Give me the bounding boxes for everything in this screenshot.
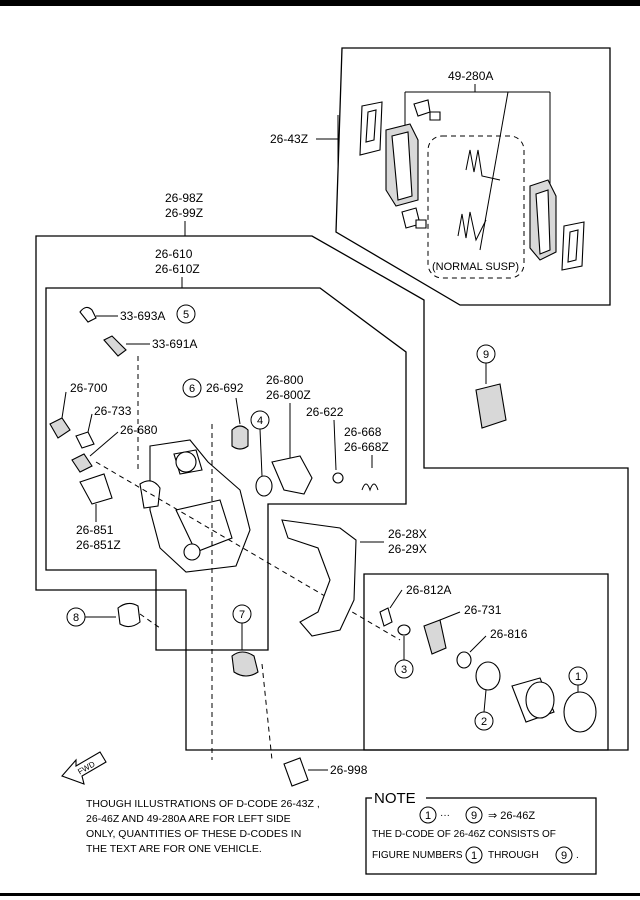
washer (456, 651, 472, 669)
callout-26-816: 26-816 (490, 627, 528, 641)
callout-26-851z: 26-851Z (76, 538, 121, 552)
figure-number-5-label: 5 (183, 309, 189, 321)
figure-number-6 (182, 378, 202, 398)
footnote-line2: 26-46Z AND 49-280A ARE FOR LEFT SIDE (86, 813, 291, 825)
brake-pad-outer-face (535, 189, 551, 255)
callout-26-98z: 26-98Z (165, 191, 203, 205)
bushing (71, 453, 93, 473)
callout-49-280a: 49-280A (448, 69, 493, 83)
nut (332, 472, 344, 484)
note-line3a: FIGURE NUMBERS (372, 850, 463, 861)
figure-number-2 (474, 711, 494, 731)
callout-26-998: 26-998 (330, 763, 368, 777)
pad-shim-inner-detail (365, 109, 377, 143)
piston-seal (475, 661, 501, 691)
figure-number-1 (568, 666, 588, 686)
callout-26-812a: 26-812A (406, 583, 451, 597)
piston-face (525, 681, 555, 719)
note-line3-end: . (576, 850, 579, 861)
callout-26-700: 26-700 (70, 381, 108, 395)
note-line3-n1: 1 (471, 850, 477, 862)
callout-33-691a: 33-691A (152, 337, 197, 351)
note-box: NOTE 1 ··· 9 ⇒ 26-46Z THE D-CODE OF 26-4… (365, 790, 597, 875)
callout-26-99z: 26-99Z (165, 206, 203, 220)
bleeder-screw (103, 335, 127, 357)
figure-number-6-label: 6 (189, 383, 195, 395)
callout-26-28x: 26-28X (388, 527, 427, 541)
note-range-from: 1 (425, 810, 431, 822)
bleeder-cap (79, 306, 97, 323)
part-9-group: 9 (475, 344, 507, 429)
pad-clip-upper (413, 99, 431, 117)
grease-packet (475, 383, 507, 429)
bottom-border (0, 893, 640, 896)
o-ring (397, 624, 411, 636)
callout-26-851: 26-851 (76, 523, 114, 537)
adjuster-spindle (423, 619, 447, 655)
dust-seal (563, 691, 597, 733)
footnote-line3: ONLY, QUANTITIES OF THESE D-CODES IN (86, 828, 302, 840)
callout-26-692: 26-692 (206, 381, 244, 395)
note-title: NOTE (374, 790, 416, 807)
figure-number-4-label: 4 (257, 415, 263, 427)
footnote-line4: THE TEXT ARE FOR ONE VEHICLE. (86, 843, 262, 855)
figure-number-5 (176, 304, 196, 324)
caliper-assembly-panel: 26-98Z 26-99Z 26-610 26-610Z 33-693A 5 3… (35, 191, 629, 787)
guide-pin-bolt (49, 417, 71, 439)
note-arrow-text: ⇒ 26-46Z (488, 810, 535, 822)
callout-26-29x: 26-29X (388, 542, 427, 556)
parking-lever (271, 455, 313, 495)
wear-indicator-upper (465, 149, 501, 181)
pad-clip-upper-tab (429, 111, 441, 121)
guide-pin-boot-upper (231, 425, 249, 450)
normal-susp-box (427, 135, 525, 279)
callout-26-668z: 26-668Z (344, 440, 389, 454)
pad-shim-outer-detail (567, 229, 579, 263)
callout-33-693a: 33-693A (120, 309, 165, 323)
callout-26-800z: 26-800Z (266, 388, 311, 402)
caliper-body (139, 439, 251, 573)
note-line3-n9: 9 (561, 850, 567, 862)
piston-seal-ring (255, 475, 273, 497)
pad-clip-lower-tab (415, 219, 427, 229)
callout-26-43z: 26-43Z (270, 132, 308, 146)
bleeder-screw-lower (283, 757, 309, 787)
dust-boot (117, 602, 141, 628)
retaining-pin (379, 607, 393, 627)
figure-number-1-label: 1 (575, 671, 581, 683)
note-line2: THE D-CODE OF 26-46Z CONSISTS OF (372, 829, 556, 840)
callout-26-680: 26-680 (120, 423, 158, 437)
callout-26-800: 26-800 (266, 373, 304, 387)
figure-number-9-label: 9 (483, 349, 489, 361)
callout-26-733: 26-733 (94, 404, 132, 418)
footnote: THOUGH ILLUSTRATIONS OF D-CODE 26-43Z , … (86, 797, 356, 857)
brake-pad-inner-face (391, 131, 413, 201)
note-range-to: 9 (471, 810, 477, 822)
top-border (0, 0, 640, 6)
wear-indicator-lower (457, 211, 487, 242)
callout-26-668: 26-668 (344, 425, 382, 439)
figure-number-2-label: 2 (481, 716, 487, 728)
fwd-arrow: FWD (61, 751, 107, 785)
caliper-bracket-clip (79, 473, 113, 505)
pad-kit-panel: 49-280A 26-43Z (NORMAL SUSP) (270, 47, 611, 306)
caliper-mounting-support (281, 519, 357, 637)
callout-26-622: 26-622 (306, 405, 344, 419)
return-spring (361, 483, 379, 492)
callout-26-610z: 26-610Z (155, 262, 200, 276)
note-line3b: THROUGH (488, 850, 539, 861)
figure-number-7-label: 7 (239, 609, 245, 621)
note-range-dots: ··· (440, 810, 450, 821)
callout-26-731: 26-731 (464, 603, 502, 617)
guide-pin-boot (75, 431, 95, 449)
figure-number-3-label: 3 (401, 664, 407, 676)
figure-number-3 (394, 659, 414, 679)
figure-number-8-label: 8 (73, 612, 79, 624)
guide-sleeve (231, 651, 259, 677)
callout-26-610: 26-610 (155, 247, 193, 261)
normal-susp-label: (NORMAL SUSP) (432, 261, 519, 273)
footnote-line1: THOUGH ILLUSTRATIONS OF D-CODE 26-43Z , (86, 798, 320, 810)
